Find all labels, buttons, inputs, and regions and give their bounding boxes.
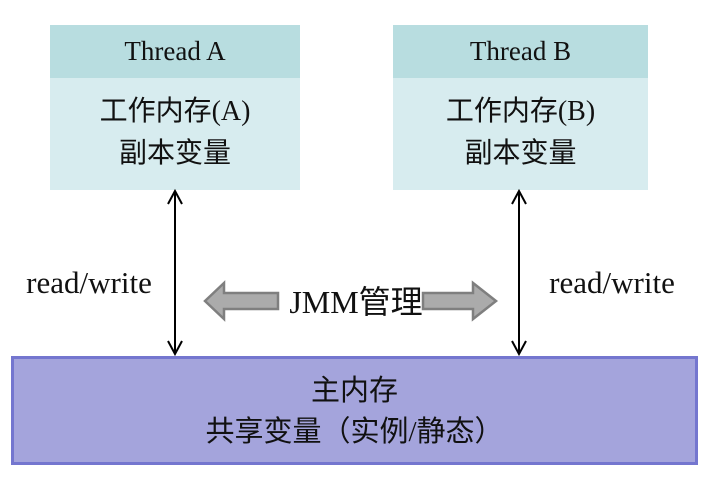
thread-b-box: Thread B 工作内存(B) 副本变量 [393, 25, 648, 190]
thread-b-header: Thread B [393, 25, 648, 78]
double-arrow-a-icon [167, 188, 183, 357]
thread-a-working-memory-label: 工作内存(A) [99, 96, 251, 127]
thread-b-working-memory-label: 工作内存(B) [445, 96, 596, 127]
thread-b-working-memory: 工作内存(B) 副本变量 [393, 78, 648, 190]
block-arrow-left-icon [203, 280, 280, 322]
double-arrow-b-icon [511, 188, 527, 357]
block-arrow-right-icon [421, 280, 499, 322]
read-write-label-left: read/write [26, 265, 152, 300]
thread-a-working-memory: 工作内存(A) 副本变量 [50, 78, 300, 190]
thread-b-title: Thread B [469, 36, 572, 66]
main-memory-box: 主内存 共享变量（实例/静态） [11, 356, 698, 465]
thread-a-box: Thread A 工作内存(A) 副本变量 [50, 25, 300, 190]
shared-variables-label: 共享变量（实例/静态） [205, 416, 504, 448]
thread-a-title: Thread A [124, 36, 226, 66]
main-memory-title: 主内存 [310, 375, 398, 407]
thread-b-copy-variable-label: 副本变量 [464, 138, 577, 169]
jmm-management-label: JMM管理 [289, 284, 423, 320]
read-write-label-right: read/write [549, 265, 675, 300]
thread-a-header: Thread A [50, 25, 300, 78]
thread-a-copy-variable-label: 副本变量 [118, 138, 231, 169]
